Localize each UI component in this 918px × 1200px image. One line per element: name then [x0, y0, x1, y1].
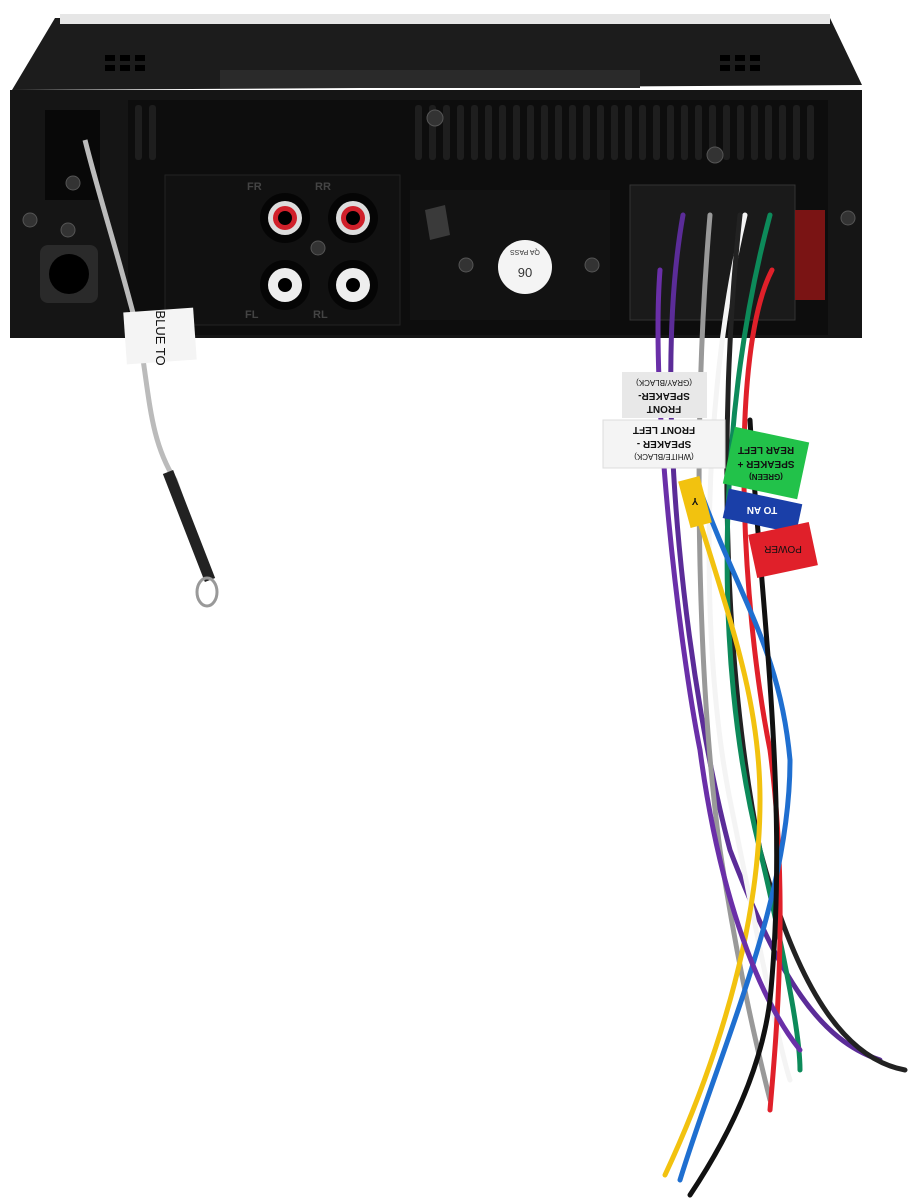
heat-sink-fin [653, 105, 660, 160]
svg-text:SPEAKER +: SPEAKER + [737, 458, 794, 469]
svg-text:Y: Y [691, 495, 698, 506]
svg-text:POWER: POWER [764, 543, 802, 554]
wire-tag-front-speaker-gray: FRONT SPEAKER- (GRAY/BLACK) [622, 372, 707, 418]
screw-icons [22, 109, 856, 273]
svg-text:TO AN: TO AN [747, 504, 778, 515]
heat-sink-fin [681, 105, 688, 160]
chassis-top [12, 14, 862, 90]
heat-sink-fin [541, 105, 548, 160]
heat-sink-fin [569, 105, 576, 160]
heat-sink-fin [625, 105, 632, 160]
heat-sink-fin [527, 105, 534, 160]
heat-sink-fin [765, 105, 772, 160]
heat-sink-fin [135, 105, 142, 160]
heat-sink-fin [807, 105, 814, 160]
qa-sticker-number: 06 [518, 265, 532, 280]
heat-sink-fin [485, 105, 492, 160]
heat-sink-fin [457, 105, 464, 160]
rca-jack-front-right[interactable] [260, 193, 310, 243]
qa-sticker-text: QA PASS [510, 248, 540, 255]
svg-text:FRONT: FRONT [647, 403, 681, 414]
wire-tag-auto-antenna: TO AN [722, 488, 803, 534]
heat-sink-fin [149, 105, 156, 160]
wire-tag-rear-left-speaker: (GREEN) SPEAKER + REAR LEFT [722, 426, 810, 500]
rca-label-rl: RL [313, 309, 328, 321]
qa-sticker: QA PASS 06 [498, 240, 552, 294]
rca-jack-front-left[interactable] [260, 260, 310, 310]
heat-sink-fin [793, 105, 800, 160]
svg-text:(GREEN): (GREEN) [749, 472, 783, 481]
rca-jack-rear-right[interactable] [328, 193, 378, 243]
heat-sink-fin [555, 105, 562, 160]
svg-text:FRONT LEFT: FRONT LEFT [633, 424, 695, 435]
antenna-socket [425, 205, 450, 240]
heat-sink-fin [583, 105, 590, 160]
rca-label-rr: RR [315, 181, 331, 193]
antenna-tag: BLUE TO [123, 307, 197, 366]
heat-sink-fin [709, 105, 716, 160]
heat-sink-fin [499, 105, 506, 160]
heat-sink-fin [611, 105, 618, 160]
heat-sink-fin [737, 105, 744, 160]
heat-sink-fin [443, 105, 450, 160]
wire-tag-front-left-speaker: (WHITE/BLACK) SPEAKER - FRONT LEFT [602, 419, 726, 469]
wire-tag-power: POWER [748, 522, 818, 578]
heat-sink-fin [723, 105, 730, 160]
heat-sink-fin [597, 105, 604, 160]
heat-sink-fin [779, 105, 786, 160]
wire-bundle [655, 212, 908, 1198]
svg-text:SPEAKER -: SPEAKER - [637, 438, 691, 449]
aux-jack [40, 245, 98, 303]
heat-sink-fin [695, 105, 702, 160]
wire-tag-yellow: Y [678, 475, 712, 529]
heat-sink-fin [639, 105, 646, 160]
svg-text:BLUE TO: BLUE TO [153, 310, 168, 365]
heat-sink-fin [667, 105, 674, 160]
svg-text:(GRAY/BLACK): (GRAY/BLACK) [636, 378, 692, 387]
svg-text:(WHITE/BLACK): (WHITE/BLACK) [634, 452, 694, 461]
svg-text:REAR LEFT: REAR LEFT [738, 444, 794, 455]
rca-label-fr: FR [247, 181, 262, 193]
heat-sink-fin [415, 105, 422, 160]
svg-text:SPEAKER-: SPEAKER- [638, 390, 690, 401]
heat-sink-fin [471, 105, 478, 160]
heat-sink-fin [513, 105, 520, 160]
rca-jack-rear-left[interactable] [328, 260, 378, 310]
heat-sink-fin [751, 105, 758, 160]
rca-label-fl: FL [245, 309, 259, 321]
